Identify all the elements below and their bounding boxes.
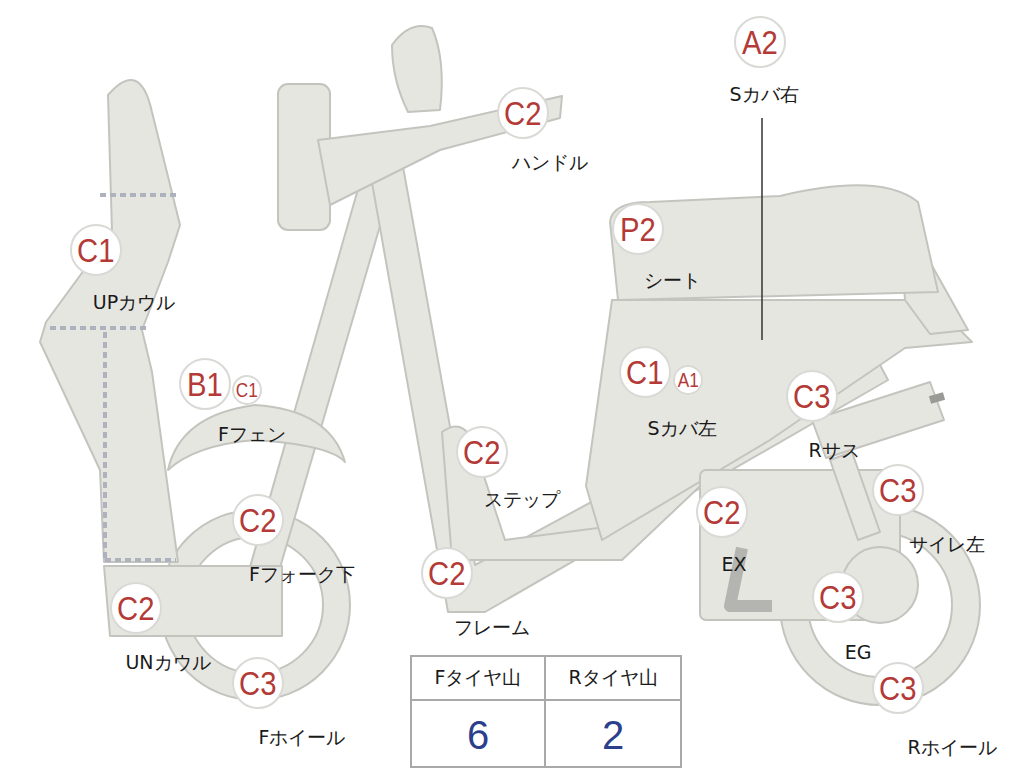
damage-circle: C3EG: [812, 571, 864, 623]
table-cell: Rタイヤ山: [546, 657, 680, 701]
damage-circle: C1UPカウル: [70, 224, 122, 276]
part-name: Rホイール: [907, 737, 996, 758]
damage-circle: C3Rサス: [786, 370, 838, 422]
damage-circle: C1: [232, 375, 262, 405]
part-name: UNカウル: [125, 652, 210, 673]
part-name: EG: [845, 642, 872, 663]
damage-code: C2: [504, 96, 541, 130]
shock-mount: [930, 396, 944, 400]
part-name: Fフェン: [218, 424, 286, 445]
damage-circle: B1Fフェン: [179, 358, 231, 410]
handlebar: [318, 96, 562, 205]
damage-circle: C2ステップ: [456, 426, 508, 478]
damage-code: C2: [239, 503, 276, 537]
leader-line: [761, 118, 763, 340]
damage-code: C2: [428, 556, 465, 590]
damage-circle: C3Fホイール: [232, 657, 284, 709]
tread-table: Fタイヤ山 Rタイヤ山 6 2: [410, 655, 682, 768]
damage-circle: C2UNカウル: [110, 582, 162, 634]
table-cell: 2: [546, 701, 680, 768]
tread-value: 2: [602, 713, 624, 758]
front-fender: [168, 405, 345, 470]
damage-code: C3: [879, 671, 916, 705]
damage-code: C3: [819, 580, 856, 614]
table-header: Fタイヤ山: [435, 665, 522, 691]
damage-code: A2: [742, 25, 778, 59]
seat: [610, 185, 938, 300]
damage-circle: A2Sカバ右: [734, 16, 786, 68]
damage-circle: C2EX: [696, 486, 748, 538]
part-name: Fホイール: [259, 727, 346, 748]
damage-circle: C2Fフォーク下: [232, 494, 284, 546]
damage-code: C1: [236, 380, 258, 400]
damage-code: C2: [463, 435, 500, 469]
damage-code: C2: [117, 591, 154, 625]
damage-code: A1: [677, 370, 698, 390]
part-name: ステップ: [484, 489, 560, 510]
damage-code: C3: [793, 379, 830, 413]
table-header: Rタイヤ山: [568, 665, 657, 691]
damage-circle: C1Sカバ左: [619, 346, 671, 398]
table-cell: Fタイヤ山: [412, 657, 546, 701]
part-name: シート: [644, 270, 701, 291]
damage-code: C3: [239, 666, 276, 700]
damage-code: C1: [77, 233, 114, 267]
part-name: サイレ左: [909, 534, 985, 555]
part-name: Rサス: [808, 440, 859, 461]
part-name: ハンドル: [512, 152, 588, 173]
damage-circle: P2シート: [612, 203, 664, 255]
part-name: Sカバ右: [729, 84, 798, 105]
damage-circle: A1: [673, 365, 703, 395]
damage-circle: C2フレーム: [421, 547, 473, 599]
damage-circle: C3Rホイール: [872, 662, 924, 714]
tread-value: 6: [467, 713, 489, 758]
damage-code: C2: [703, 495, 740, 529]
table-cell: 6: [412, 701, 546, 768]
damage-circle: C3サイレ左: [872, 464, 924, 516]
upper-cowl: [40, 80, 180, 562]
part-name: EX: [721, 554, 746, 575]
damage-circle: C2ハンドル: [497, 87, 549, 139]
damage-code: P2: [620, 212, 656, 246]
damage-code: C3: [879, 473, 916, 507]
damage-code: C1: [626, 355, 663, 389]
part-name: Sカバ左: [647, 418, 716, 439]
part-name: フレーム: [454, 617, 530, 638]
part-name: Fフォーク下: [249, 564, 355, 585]
mirror: [392, 26, 442, 112]
damage-code: B1: [187, 367, 223, 401]
part-name: UPカウル: [93, 292, 175, 313]
